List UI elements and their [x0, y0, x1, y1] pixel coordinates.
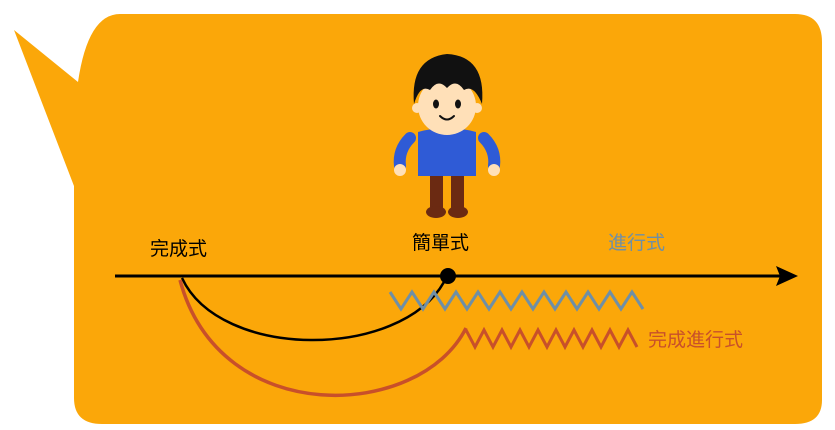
label-progressive: 進行式	[608, 232, 666, 254]
label-perfect: 完成式	[150, 238, 208, 260]
speech-bubble	[14, 14, 822, 424]
label-simple: 簡單式	[412, 232, 470, 254]
arrowhead-icon	[776, 266, 798, 286]
perfect-progressive-arc	[178, 279, 468, 398]
boy-character-icon	[393, 54, 501, 218]
progressive-wave	[388, 289, 645, 312]
perfect-arc	[180, 277, 446, 342]
perfect-progressive-wave	[464, 326, 639, 351]
present-point	[440, 268, 456, 284]
label-perfect-progressive: 完成進行式	[648, 329, 744, 351]
